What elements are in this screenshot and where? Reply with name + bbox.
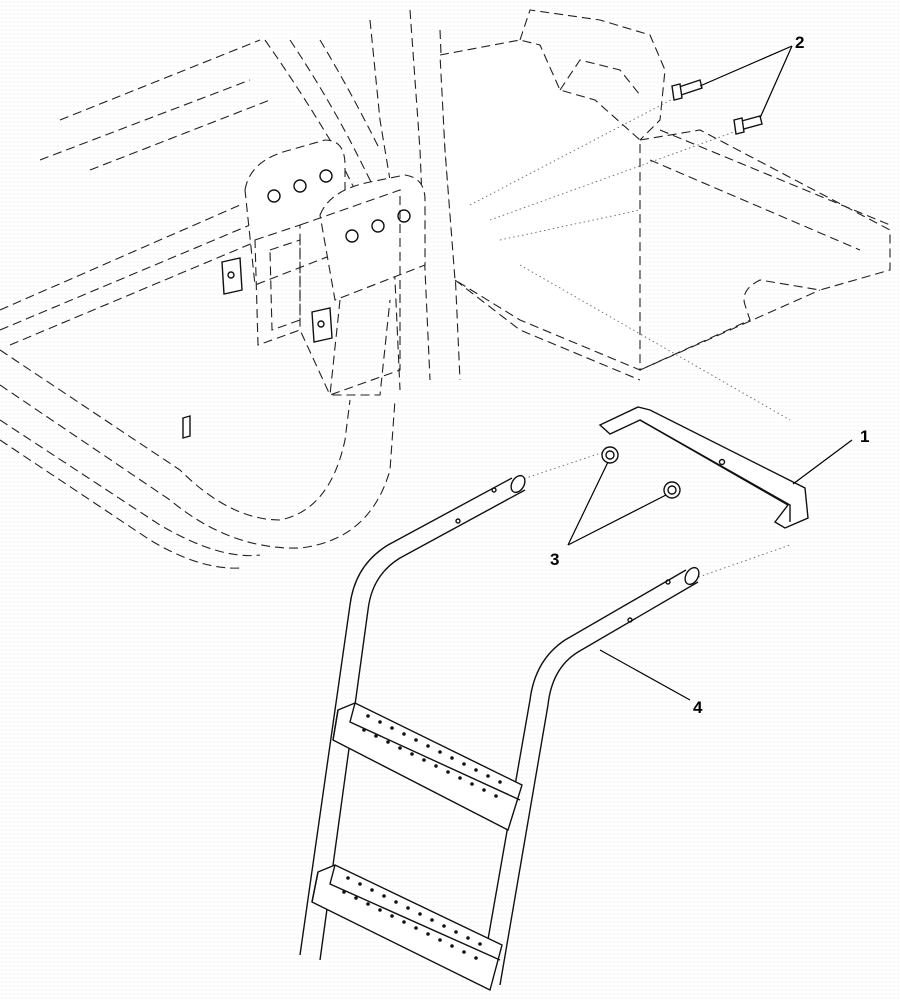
bolt-parts [671, 79, 763, 135]
callout-2: 2 [795, 33, 804, 52]
step-ladder-part [299, 474, 700, 992]
callout-leaders [567, 45, 853, 701]
assembly-guide-lines [469, 89, 791, 581]
frame-clips [182, 257, 333, 439]
callout-3: 3 [550, 550, 559, 569]
flange-nut-parts [601, 446, 681, 499]
callout-1: 1 [860, 427, 869, 446]
callout-4: 4 [693, 698, 703, 717]
step-bracket-part [598, 406, 809, 529]
hitch-plate-holes [267, 169, 411, 243]
machine-frame-dashed [0, 9, 891, 569]
